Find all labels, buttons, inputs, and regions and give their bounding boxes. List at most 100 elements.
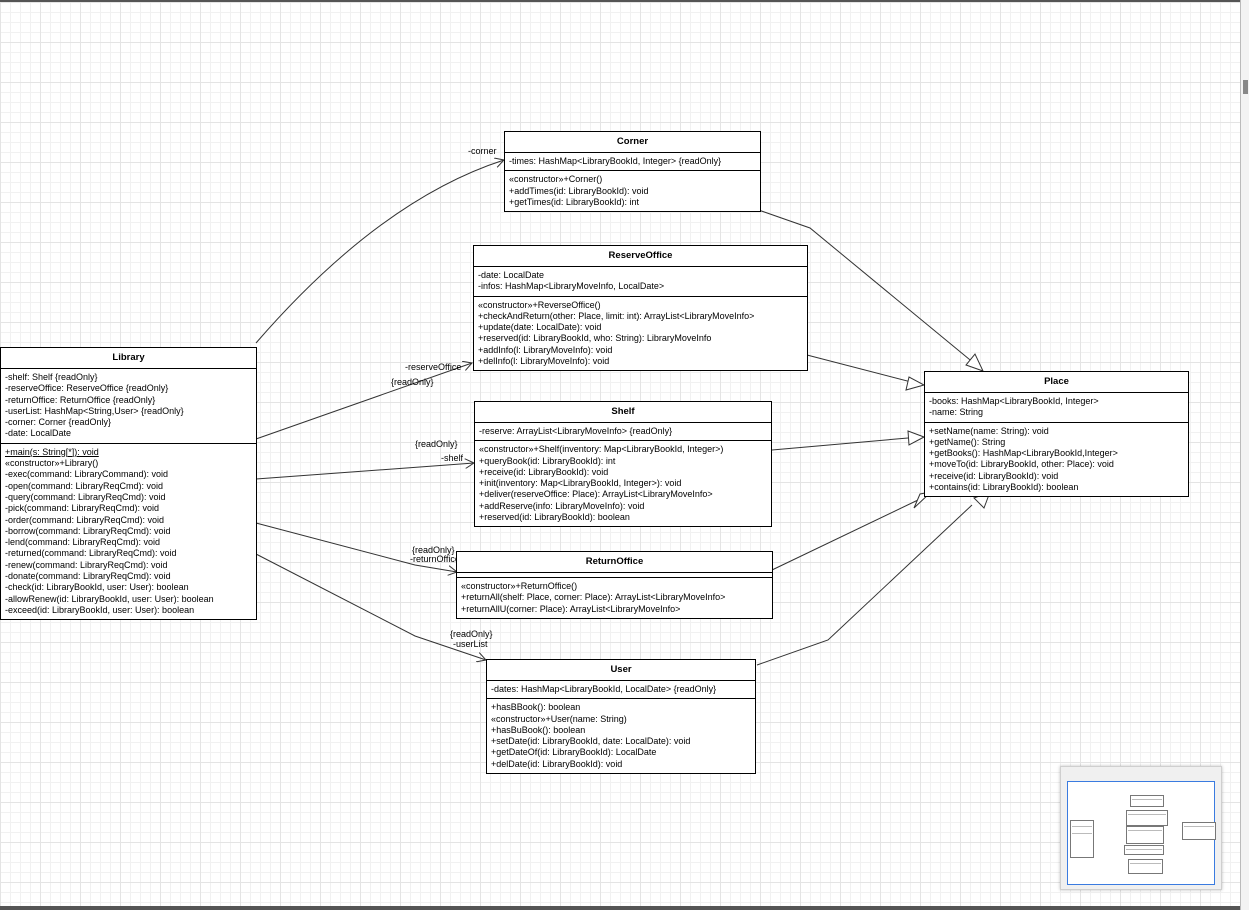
method: -exceed(id: LibraryBookId, user: User): … (5, 604, 195, 615)
attributes-section: -times: HashMap<LibraryBookId, Integer> … (505, 153, 760, 172)
method: +addInfo(l: LibraryMoveInfo): void (478, 344, 613, 355)
methods-section: +main(s: String[*]): void «constructor»+… (1, 444, 256, 619)
class-corner[interactable]: Corner -times: HashMap<LibraryBookId, In… (504, 131, 761, 213)
method: +getTimes(id: LibraryBookId): int (509, 196, 639, 207)
class-library[interactable]: Library -shelf: Shelf {readOnly} -reserv… (0, 347, 257, 621)
method: +contains(id: LibraryBookId): boolean (929, 482, 1079, 493)
methods-section: «constructor»+Corner() +addTimes(id: Lib… (505, 171, 760, 211)
minimap-user (1128, 859, 1163, 874)
minimap-place (1182, 822, 1216, 840)
method: -exec(command: LibraryCommand): void (5, 469, 169, 480)
method: +addTimes(id: LibraryBookId): void (509, 185, 649, 196)
method: «constructor»+Corner() (509, 174, 603, 185)
attribute: -infos: HashMap<LibraryMoveInfo, LocalDa… (478, 281, 665, 292)
attribute: -returnOffice: ReturnOffice {readOnly} (5, 394, 156, 405)
method: -pick(command: LibraryReqCmd): void (5, 503, 160, 514)
minimap-returnoffice (1124, 845, 1164, 855)
method: «constructor»+Library() (5, 458, 99, 469)
method: +returnAll(shelf: Place, corner: Place):… (461, 592, 726, 603)
corner-role-label: -corner (468, 146, 497, 156)
method: -check(id: LibraryBookId, user: User): b… (5, 582, 189, 593)
method: +getDateOf(id: LibraryBookId): LocalDate (491, 747, 657, 758)
method: «constructor»+ReverseOffice() (478, 299, 601, 310)
method: +init(inventory: Map<LibraryBookId, Inte… (479, 478, 682, 489)
user-readonly-label: {readOnly} (450, 629, 493, 639)
attribute: -name: String (929, 407, 984, 418)
class-shelf[interactable]: Shelf -reserve: ArrayList<LibraryMoveInf… (474, 401, 772, 528)
attribute: -dates: HashMap<LibraryBookId, LocalDate… (491, 684, 717, 694)
methods-section: «constructor»+Shelf(inventory: Map<Libra… (475, 441, 771, 526)
class-title: User (487, 660, 755, 681)
minimap-shelf (1126, 826, 1164, 844)
attribute: -shelf: Shelf {readOnly} (5, 372, 98, 382)
method: -borrow(command: LibraryReqCmd): void (5, 525, 171, 536)
attribute: -reserve: ArrayList<LibraryMoveInfo> {re… (479, 426, 673, 436)
method: +queryBook(id: LibraryBookId): int (479, 455, 616, 466)
method: +reserved(id: LibraryBookId, who: String… (478, 333, 712, 344)
method: «constructor»+ReturnOffice() (461, 581, 578, 591)
reserveoffice-readonly-label: {readOnly} (391, 377, 434, 387)
method: -renew(command: LibraryReqCmd): void (5, 559, 168, 570)
method: +receive(id: LibraryBookId): void (929, 470, 1059, 481)
user-role-label: -userList (453, 639, 488, 649)
method: «constructor»+User(name: String) (491, 713, 627, 724)
method: -allowRenew(id: LibraryBookId, user: Use… (5, 593, 214, 604)
method: +delDate(id: LibraryBookId): void (491, 758, 623, 769)
method: +checkAndReturn(other: Place, limit: int… (478, 310, 755, 321)
attributes-section: -shelf: Shelf {readOnly} -reserveOffice:… (1, 369, 256, 444)
scrollbar-thumb[interactable] (1243, 80, 1248, 94)
attribute: -corner: Corner {readOnly} (5, 417, 112, 428)
class-title: Place (925, 372, 1188, 393)
method: «constructor»+Shelf(inventory: Map<Libra… (479, 444, 724, 455)
vertical-scrollbar[interactable] (1240, 0, 1249, 910)
method: -query(command: LibraryReqCmd): void (5, 491, 166, 502)
attribute: -books: HashMap<LibraryBookId, Integer> (929, 396, 1099, 406)
class-reserveoffice[interactable]: ReserveOffice -date: LocalDate -infos: H… (473, 245, 808, 372)
attribute: -reserveOffice: ReserveOffice {readOnly} (5, 383, 169, 394)
attribute: -userList: HashMap<String,User> {readOnl… (5, 405, 184, 416)
methods-section: «constructor»+ReverseOffice() +checkAndR… (474, 297, 807, 371)
method: +addReserve(info: LibraryMoveInfo): void (479, 500, 645, 511)
attribute: -times: HashMap<LibraryBookId, Integer> … (509, 156, 722, 166)
outline-viewport[interactable] (1067, 781, 1216, 885)
static-method: +main(s: String[*]): void (5, 446, 99, 457)
class-title: Library (1, 348, 256, 369)
minimap-reserveoffice (1126, 810, 1168, 826)
attributes-section: -reserve: ArrayList<LibraryMoveInfo> {re… (475, 423, 771, 442)
reserveoffice-role-label: -reserveOffice (405, 362, 462, 372)
class-returnoffice[interactable]: ReturnOffice «constructor»+ReturnOffice(… (456, 551, 773, 619)
shelf-role-label: -shelf (441, 453, 464, 463)
class-title: ReturnOffice (457, 552, 772, 573)
class-user[interactable]: User -dates: HashMap<LibraryBookId, Loca… (486, 659, 756, 775)
methods-section: «constructor»+ReturnOffice() +returnAll(… (457, 578, 772, 618)
class-title: Corner (505, 132, 760, 153)
attribute: -date: LocalDate (478, 270, 545, 280)
returnoffice-readonly-label: {readOnly} (412, 545, 455, 555)
methods-section: +hasBBook(): boolean «constructor»+User(… (487, 699, 755, 773)
outline-minimap[interactable] (1060, 766, 1222, 890)
attributes-section: -books: HashMap<LibraryBookId, Integer> … (925, 393, 1188, 423)
method: +receive(id: LibraryBookId): void (479, 466, 609, 477)
method: -lend(command: LibraryReqCmd): void (5, 537, 161, 548)
method: +moveTo(id: LibraryBookId, other: Place)… (929, 459, 1114, 470)
class-place[interactable]: Place -books: HashMap<LibraryBookId, Int… (924, 371, 1189, 498)
attribute: -date: LocalDate (5, 428, 72, 439)
shelf-readonly-label: {readOnly} (415, 439, 458, 449)
minimap-corner (1130, 795, 1164, 807)
class-title: Shelf (475, 402, 771, 423)
attributes-section: -dates: HashMap<LibraryBookId, LocalDate… (487, 681, 755, 700)
method: +update(date: LocalDate): void (478, 322, 602, 333)
attributes-section (457, 573, 772, 578)
minimap-library (1070, 820, 1094, 858)
methods-section: +setName(name: String): void +getName():… (925, 423, 1188, 497)
method: +hasBuBook(): boolean (491, 724, 586, 735)
method: +reserved(id: LibraryBookId): boolean (479, 512, 630, 523)
method: -open(command: LibraryReqCmd): void (5, 480, 164, 491)
method: +delInfo(l: LibraryMoveInfo): void (478, 356, 610, 367)
method: -returned(command: LibraryReqCmd): void (5, 548, 177, 559)
method: +returnAllU(corner: Place): ArrayList<Li… (461, 603, 681, 614)
method: +setDate(id: LibraryBookId, date: LocalD… (491, 736, 691, 747)
method: -donate(command: LibraryReqCmd): void (5, 571, 171, 582)
method: +deliver(reserveOffice: Place): ArrayLis… (479, 489, 713, 500)
method: +hasBBook(): boolean (491, 702, 581, 713)
